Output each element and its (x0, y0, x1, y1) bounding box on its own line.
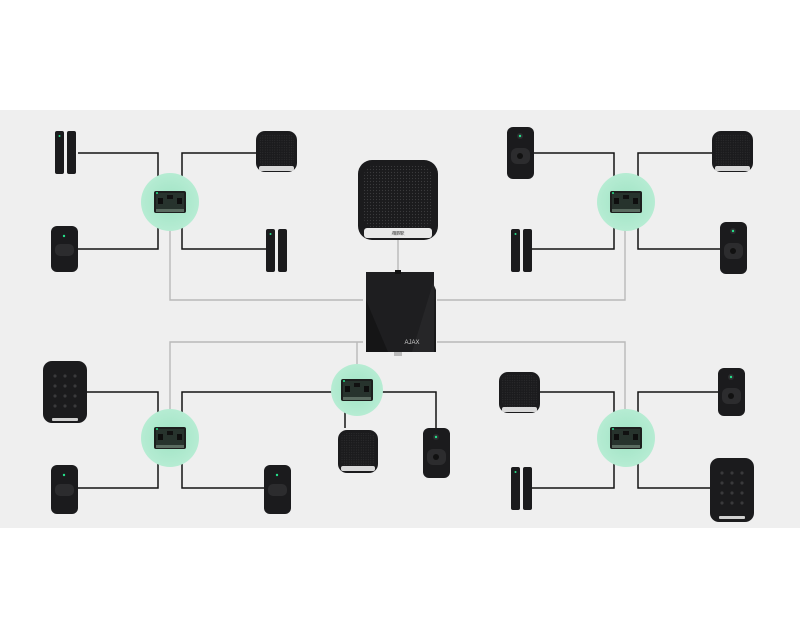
siren-logo: AJAX (390, 232, 405, 238)
motion-detector-icon (51, 465, 78, 514)
hub-logo: AJAX (404, 340, 419, 346)
motion-cam-icon (423, 428, 450, 478)
bus-line-tr (437, 228, 626, 301)
bus-line-br (437, 341, 626, 412)
bus-module-icon (341, 379, 373, 401)
module-bottom-right (597, 409, 655, 467)
module-bottom-left (141, 409, 199, 467)
hub-hybrid-icon (366, 270, 436, 356)
wire-bl-4 (181, 448, 264, 489)
motion-cam-icon (718, 368, 745, 416)
bus-module-icon (154, 191, 186, 213)
wire-tr-3 (530, 212, 615, 250)
bus-module-icon (154, 427, 186, 449)
door-contact-icon (511, 467, 532, 510)
wire-bc-2 (380, 391, 437, 428)
module-top-left (141, 173, 199, 231)
bus-module-icon (610, 191, 642, 213)
street-siren-icon (358, 160, 438, 240)
indoor-siren-icon (499, 372, 540, 413)
door-contact-icon (511, 229, 532, 272)
indoor-siren-icon (256, 131, 297, 172)
keypad-icon (710, 458, 754, 522)
wire-bl-2 (181, 391, 335, 428)
motion-cam-icon (507, 127, 534, 179)
bus-lines (169, 228, 626, 412)
motion-detector-icon (51, 226, 78, 272)
wire-tl-4 (181, 212, 266, 250)
bus-line-bl (169, 341, 363, 412)
indoor-siren-icon (338, 430, 378, 473)
door-contact-icon (266, 229, 287, 272)
motion-cam-icon (720, 222, 747, 274)
keypad-icon (43, 361, 87, 423)
bus-line-tl (169, 228, 363, 301)
wire-br-3 (530, 448, 615, 489)
door-contact-icon (55, 131, 76, 174)
bus-module-icon (610, 427, 642, 449)
indoor-siren-icon (712, 131, 753, 172)
motion-detector-icon (264, 465, 291, 514)
module-bottom-center (331, 364, 383, 416)
module-top-right (597, 173, 655, 231)
